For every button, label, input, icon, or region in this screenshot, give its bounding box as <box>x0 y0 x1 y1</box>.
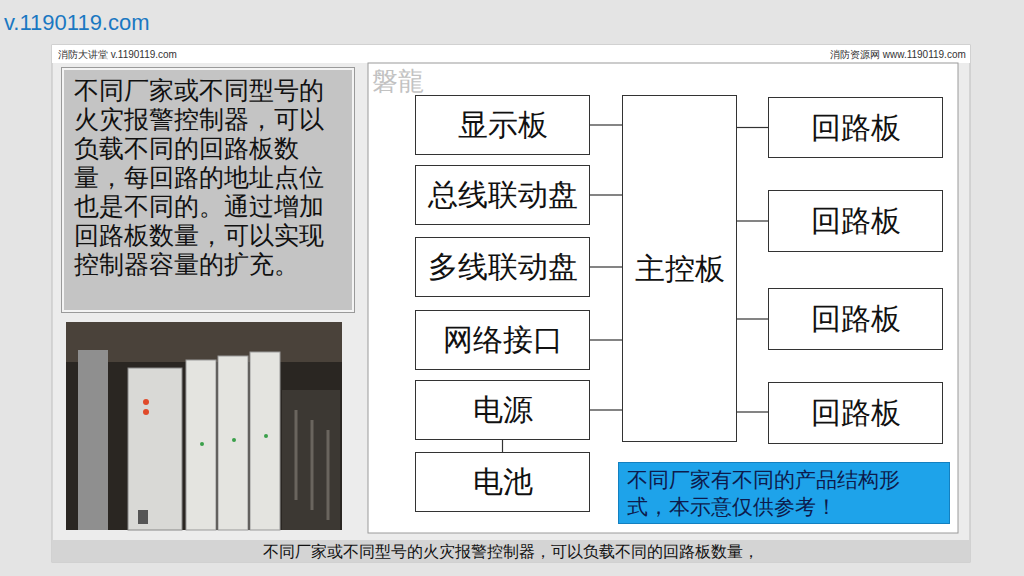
node-text: 主控板 <box>635 251 725 287</box>
module-box: 多线联动盘 <box>415 237 590 297</box>
node-text: 回路板 <box>811 203 901 239</box>
module-box: 网络接口 <box>415 310 590 370</box>
slide-header-bar <box>52 45 970 63</box>
connector-line <box>737 411 768 412</box>
connector-line <box>590 194 622 195</box>
header-text: 消防大讲堂 v.1190119.com <box>58 48 177 62</box>
header-text: 消防资源网 www.1190119.com <box>830 48 966 62</box>
loop-board-box: 回路板 <box>768 382 943 444</box>
node-text: 回路板 <box>811 395 901 431</box>
node-text: 回路板 <box>811 110 901 146</box>
module-box: 显示板 <box>415 95 590 155</box>
loop-board-box: 回路板 <box>768 190 943 252</box>
slide-panel <box>52 45 970 562</box>
node-text: 电源 <box>473 392 533 428</box>
node-text: 网络接口 <box>443 322 563 358</box>
intro-text-box: 不同厂家或不同型号的火灾报警控制器，可以负载不同的回路板数量，每回路的地址点位也… <box>62 68 354 312</box>
logo-watermark: 磐龍 <box>372 64 424 99</box>
connector-line <box>737 220 768 221</box>
site-watermark: v.1190119.com <box>4 10 150 36</box>
caption-text: 不同厂家或不同型号的火灾报警控制器，可以负载不同的回路板数量， <box>263 542 759 563</box>
module-box: 电源 <box>415 380 590 440</box>
node-text: 多线联动盘 <box>428 249 578 285</box>
connector-line <box>737 318 768 319</box>
node-text: 回路板 <box>811 301 901 337</box>
node-text: 电池 <box>473 464 533 500</box>
diagram-frame <box>368 63 958 533</box>
connector-line <box>502 440 503 452</box>
loop-board-box: 回路板 <box>768 288 943 350</box>
connector-line <box>590 124 622 125</box>
connector-line <box>590 339 622 340</box>
connector-line <box>590 409 622 410</box>
note-box: 不同厂家有不同的产品结构形式，本示意仅供参考！ <box>618 462 950 524</box>
connector-line <box>590 266 622 267</box>
connector-line <box>737 127 768 128</box>
caption-bar <box>52 540 970 562</box>
module-box: 电池 <box>415 452 590 512</box>
node-text: 不同厂家或不同型号的火灾报警控制器，可以负载不同的回路板数量，每回路的地址点位也… <box>74 76 342 279</box>
node-text: 显示板 <box>458 107 548 143</box>
node-text: 不同厂家有不同的产品结构形式，本示意仅供参考！ <box>627 466 941 521</box>
main-board-box: 主控板 <box>622 95 737 442</box>
loop-board-box: 回路板 <box>768 97 943 158</box>
controller-photo <box>66 322 342 530</box>
node-text: 总线联动盘 <box>428 177 578 213</box>
module-box: 总线联动盘 <box>415 165 590 225</box>
